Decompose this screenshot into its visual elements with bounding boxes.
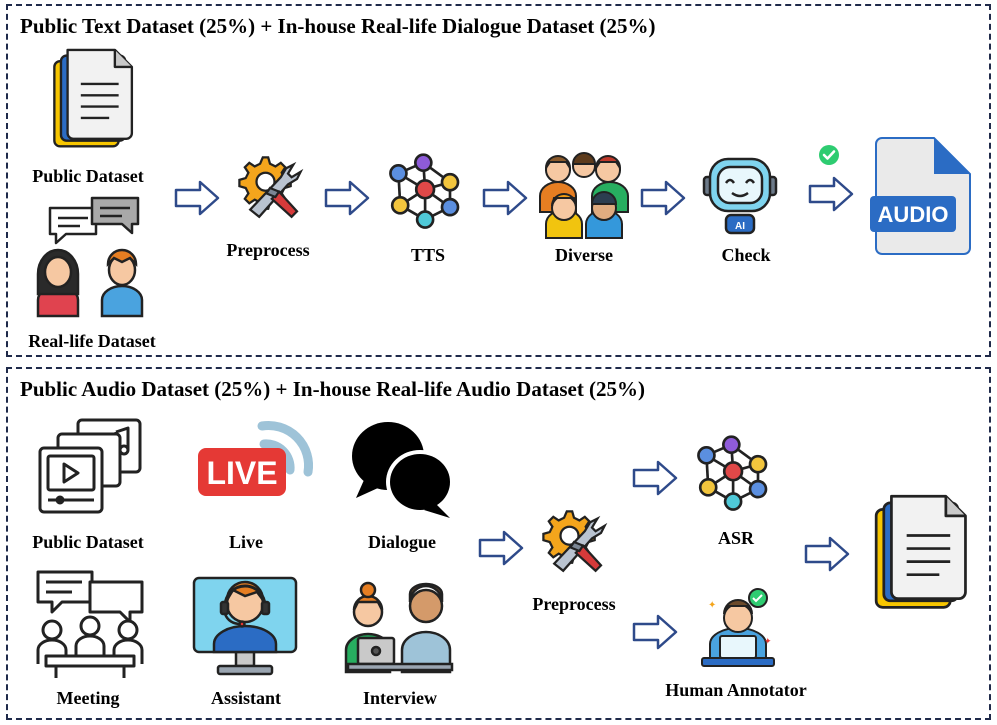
label-tts: TTS [410,245,446,265]
label-real-life-dataset: Real-life Dataset [28,331,156,351]
document-stack-icon [53,48,134,148]
label-public-text-dataset: Public Dataset [32,166,144,186]
label-preprocess-top: Preprocess [226,240,310,260]
audio-panel-title: Public Audio Dataset (25%) + In-house Re… [20,377,646,401]
conversation-icon [36,196,144,318]
label-assistant: Assistant [210,688,282,708]
document-stack-output-icon [874,494,967,609]
ai-robot-icon: AI [702,157,778,235]
tts-network-icon [389,153,460,229]
svg-text:✦: ✦ [764,637,772,647]
arrow-right-icon [632,460,678,496]
label-dialogue: Dialogue [367,532,437,552]
arrow-right-icon [632,614,678,650]
text-pipeline-panel: Public Text Dataset (25%) + In-house Rea… [6,4,991,357]
media-stack-icon [38,418,142,514]
svg-text:✦: ✦ [708,600,716,611]
checkmark-icon [819,145,839,165]
audio-file-icon: AUDIO [870,137,971,255]
label-preprocess-bottom: Preprocess [532,594,616,614]
dialogue-bubbles-icon [352,422,454,518]
arrow-right-icon [640,180,686,216]
audio-pipeline-panel: Public Audio Dataset (25%) + In-house Re… [6,367,991,720]
arrow-right-icon [174,180,220,216]
label-live: Live [229,532,263,552]
arrow-right-icon [478,530,524,566]
interview-icon [344,581,454,674]
live-stream-icon: LIVE [198,420,314,496]
diverse-people-icon [539,152,629,239]
arrow-right-icon [482,180,528,216]
label-public-audio-dataset: Public Dataset [32,532,144,552]
label-diverse: Diverse [555,245,613,265]
live-badge-text: LIVE [206,455,277,491]
arrow-right-icon [804,536,850,572]
audio-badge-text: AUDIO [878,202,949,227]
label-check: Check [721,245,771,265]
meeting-icon [36,570,144,678]
label-interview: Interview [363,688,437,708]
robot-badge-text: AI [735,221,745,232]
label-asr: ASR [717,528,755,548]
asr-network-icon [697,435,768,511]
text-panel-title: Public Text Dataset (25%) + In-house Rea… [20,14,656,38]
human-annotator-icon: ✦ ✦ [701,588,775,667]
preprocess-tools-icon [542,510,606,572]
label-meeting: Meeting [56,688,120,708]
label-human-annotator: Human Annotator [665,680,807,700]
arrow-right-icon [808,176,854,212]
assistant-monitor-icon [192,576,298,676]
preprocess-tools-icon [238,156,302,218]
arrow-right-icon [324,180,370,216]
